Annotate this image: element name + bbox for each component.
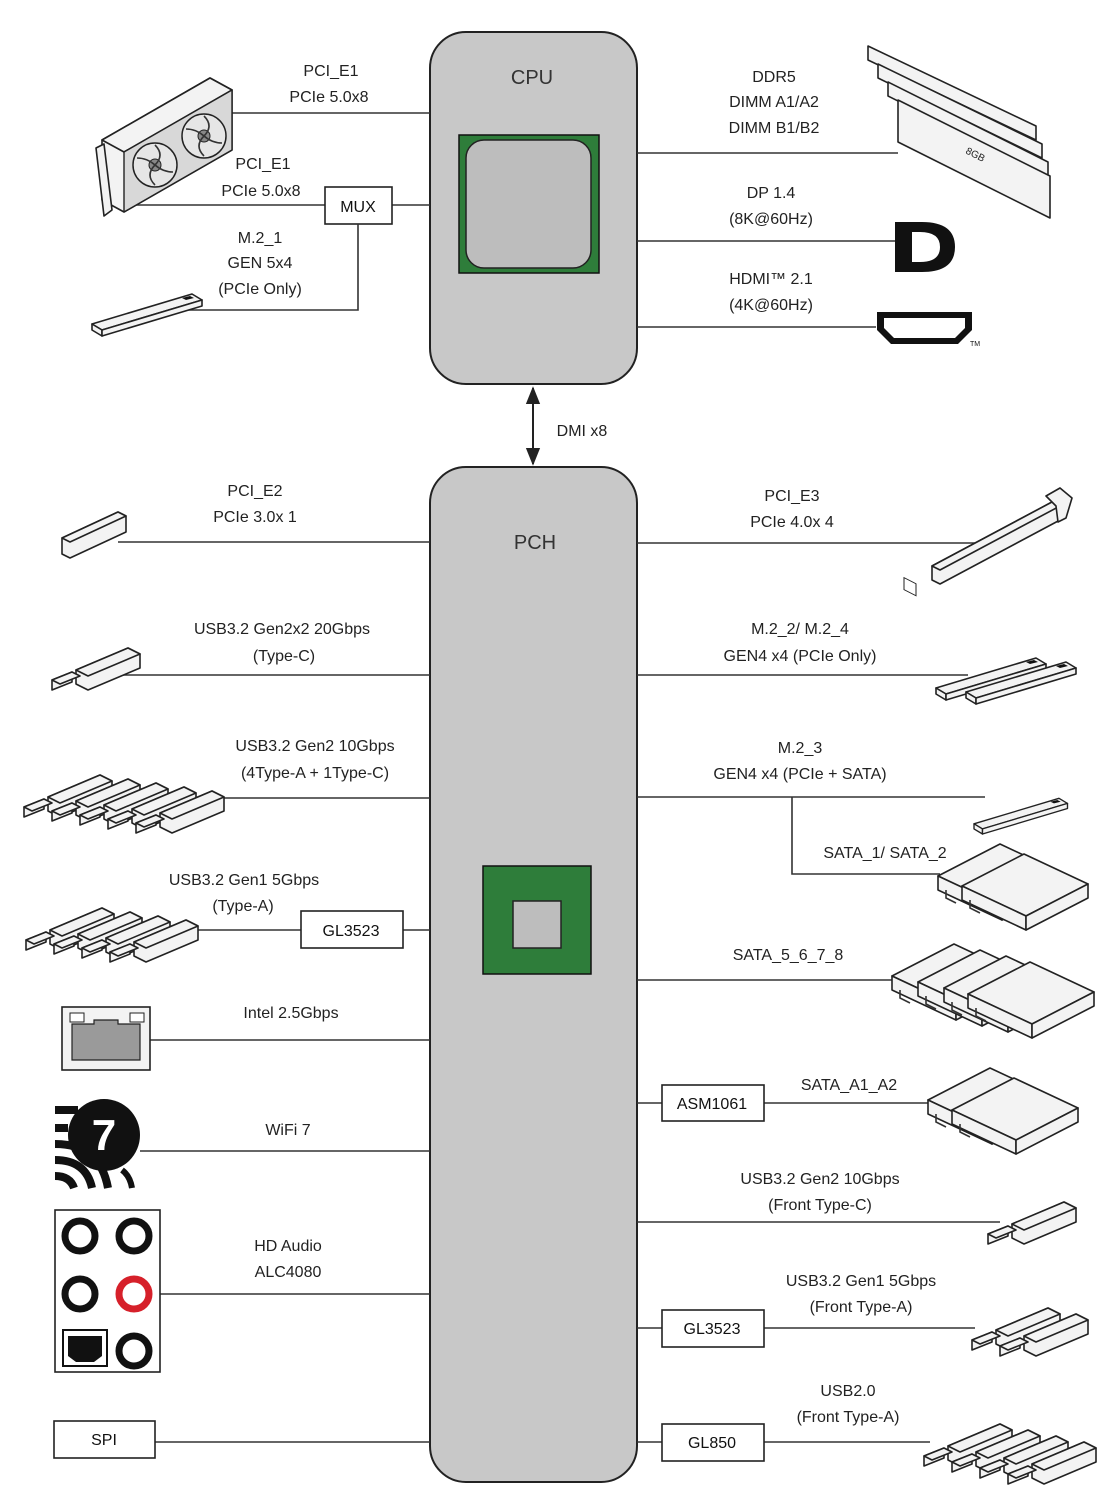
usb-10g-sticks-icon <box>23 774 225 834</box>
usb-front-a5-label-2: (Front Type-A) <box>810 1299 913 1316</box>
m2-3-label-1: M.2_3 <box>778 740 823 757</box>
displayport-icon <box>895 222 955 272</box>
wifi-7-icon: 7 <box>54 1099 140 1190</box>
pcie-e1-direct-label-1: PCI_E1 <box>303 63 358 80</box>
asm1061-box <box>661 1084 765 1122</box>
usb-10g-label-1: USB3.2 Gen2 10Gbps <box>235 738 394 755</box>
gl3523-rear-box <box>300 910 404 949</box>
usb-5g-label-2: (Type-A) <box>212 898 273 915</box>
dmi-label: DMI x8 <box>557 423 608 440</box>
usb2-front-label-1: USB2.0 <box>820 1383 875 1400</box>
hdmi-tm: TM <box>970 341 980 348</box>
m2-3-label-2: GEN4 x4 (PCIe + SATA) <box>713 766 886 783</box>
m2-2-4-label-1: M.2_2/ M.2_4 <box>751 621 849 638</box>
usb-5g-label-1: USB3.2 Gen1 5Gbps <box>169 872 319 889</box>
pch-title: PCH <box>514 532 556 554</box>
sata-a-label: SATA_A1_A2 <box>801 1077 897 1094</box>
cpu-die <box>465 139 592 269</box>
spi-label: SPI <box>91 1432 117 1449</box>
pcie-e1-mux-label-2: PCIe 5.0x8 <box>221 183 300 200</box>
pch-die <box>512 900 562 949</box>
usb-20g-label-1: USB3.2 Gen2x2 20Gbps <box>194 621 370 638</box>
hdmi-label-1: HDMI™ 2.1 <box>729 271 813 288</box>
m2-1-label-2: GEN 5x4 <box>228 255 293 272</box>
usb-front-c-stick-icon <box>987 1201 1077 1245</box>
ddr5-label-2: DIMM A1/A2 <box>729 94 819 111</box>
dp-label-1: DP 1.4 <box>747 185 796 202</box>
mux-label: MUX <box>340 199 376 216</box>
ddr5-memory-icon: 8GB <box>867 45 1051 597</box>
pci-e3-label-1: PCI_E3 <box>764 488 819 505</box>
usb-front-c-label-1: USB3.2 Gen2 10Gbps <box>740 1171 899 1188</box>
graphics-card-icon <box>95 77 233 217</box>
sata-5-8-hdd-icon <box>891 943 1095 1039</box>
m2-3-ssd-icon <box>973 797 1069 835</box>
usb-20g-label-2: (Type-C) <box>253 648 315 665</box>
m2-2-4-ssd-icon <box>935 657 1077 705</box>
sata-a-hdd-icon <box>927 1067 1079 1155</box>
pcie-x16-slot-icon <box>931 487 1073 585</box>
audio-label-1: HD Audio <box>254 1238 322 1255</box>
m2-1-label-3: (PCIe Only) <box>218 281 302 298</box>
audio-jacks-icon <box>54 1209 161 1373</box>
audio-label-2: ALC4080 <box>255 1264 322 1281</box>
cpu-title: CPU <box>511 67 553 89</box>
gl3523-front-box <box>661 1309 765 1348</box>
pcie-e1-mux-label-1: PCI_E1 <box>235 156 290 173</box>
hdmi-icon: TM <box>877 312 980 348</box>
pci-e2-label-1: PCI_E2 <box>227 483 282 500</box>
usb-front-a5-label-1: USB3.2 Gen1 5Gbps <box>786 1273 936 1290</box>
spi-box <box>53 1420 156 1459</box>
usb2-front-label-2: (Front Type-A) <box>797 1409 900 1426</box>
gl3523-rear-label: GL3523 <box>323 923 380 940</box>
lan-label: Intel 2.5Gbps <box>243 1005 338 1022</box>
ddr5-label-3: DIMM B1/B2 <box>729 120 820 137</box>
sata-1-2-label: SATA_1/ SATA_2 <box>823 845 946 862</box>
gl850-label: GL850 <box>688 1435 736 1452</box>
sata-1-2-hdd-icon <box>937 843 1089 931</box>
usb-front-c-label-2: (Front Type-C) <box>768 1197 872 1214</box>
usb-5g-sticks-icon <box>25 907 199 963</box>
pcie-e1-direct-label-2: PCIe 5.0x8 <box>289 89 368 106</box>
usb-front-a5-sticks-icon <box>971 1307 1089 1357</box>
m2-2-4-label-2: GEN4 x4 (PCIe Only) <box>724 648 877 665</box>
wifi-label: WiFi 7 <box>265 1122 310 1139</box>
m2-1-label-1: M.2_1 <box>238 230 283 247</box>
wifi-7-badge: 7 <box>92 1111 116 1160</box>
usb-c-stick-icon <box>51 647 141 691</box>
hdmi-label-2: (4K@60Hz) <box>729 297 813 314</box>
m2-1-ssd-icon <box>91 293 203 337</box>
pci-e2-label-2: PCIe 3.0x 1 <box>213 509 297 526</box>
usb2-front-sticks-icon <box>923 1423 1097 1485</box>
asm1061-label: ASM1061 <box>677 1096 747 1113</box>
pci-e3-label-2: PCIe 4.0x 4 <box>750 514 834 531</box>
pcie-x1-slot-icon <box>61 511 127 559</box>
ddr5-label-1: DDR5 <box>752 69 796 86</box>
gl3523-front-label: GL3523 <box>684 1321 741 1338</box>
usb-10g-label-2: (4Type-A + 1Type-C) <box>241 765 389 782</box>
gl850-box <box>661 1423 765 1462</box>
sata-5-8-label: SATA_5_6_7_8 <box>733 947 844 964</box>
ethernet-port-icon <box>61 1006 151 1071</box>
dp-label-2: (8K@60Hz) <box>729 211 813 228</box>
